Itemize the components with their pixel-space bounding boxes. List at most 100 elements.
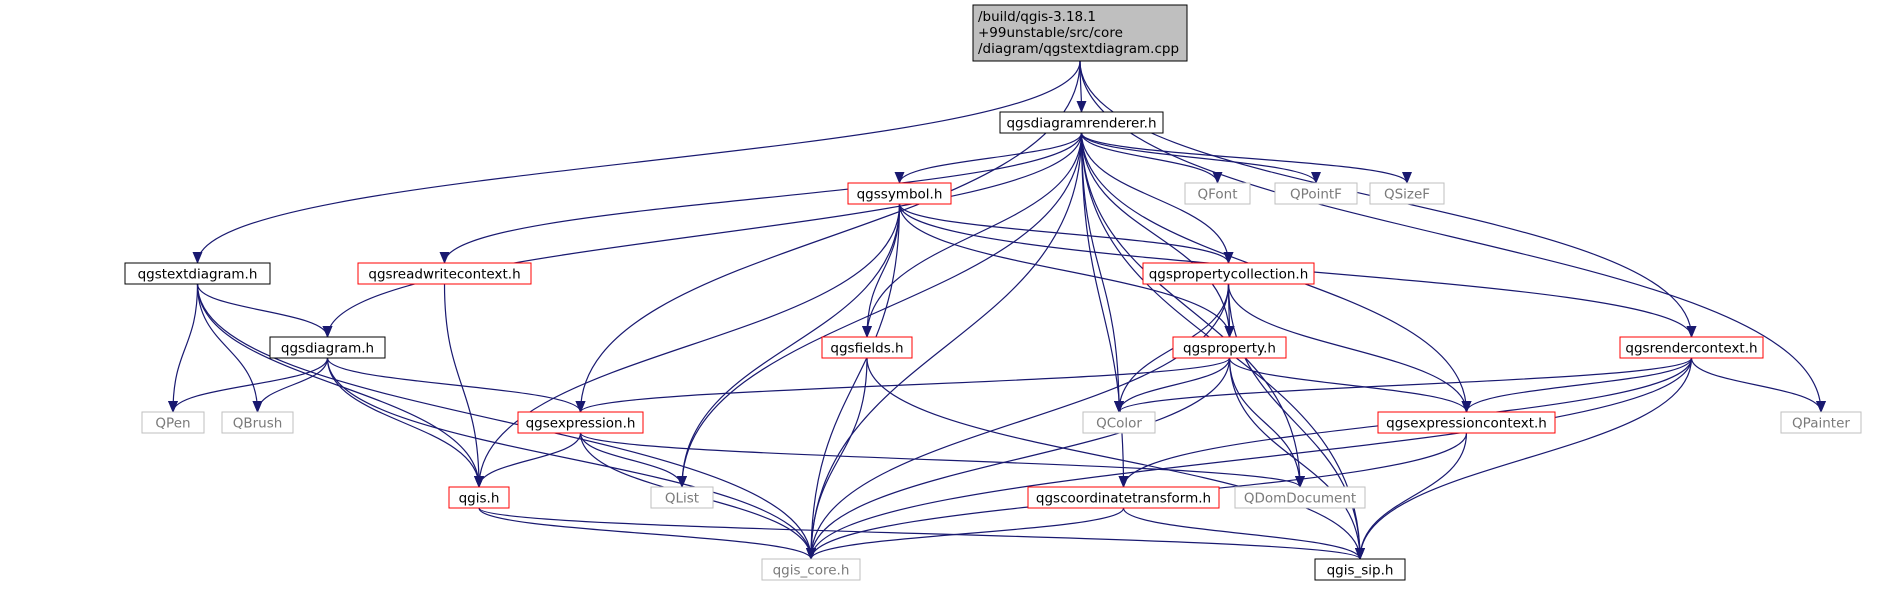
- edges-layer: [168, 60, 1826, 560]
- edge-qgscoordinatetransform-to-qgis-core: [806, 507, 1125, 560]
- edge-qgssymbol-to-qlist: [677, 203, 901, 488]
- edge-qgsexpression-to-qlist: [579, 432, 687, 488]
- node-label: QDomDocument: [1244, 491, 1356, 507]
- edge-qgsrendercontext-to-qcolor: [1114, 357, 1693, 413]
- edge-qgstextdiagram-to-qgsdiagram: [196, 283, 333, 338]
- edge-qgsdiagramrenderer-to-qgsproperty: [1080, 132, 1235, 338]
- node-label: QFont: [1197, 187, 1237, 203]
- edge-qgssymbol-to-qgsfields: [862, 203, 901, 338]
- root-label-line-2: +99unstable/src/core: [978, 25, 1123, 41]
- node-qgsreadwritecontext[interactable]: qgsreadwritecontext.h: [357, 262, 532, 285]
- node-qgssymbol[interactable]: qgssymbol.h: [847, 182, 952, 205]
- node-qpen[interactable]: QPen: [141, 411, 205, 434]
- edge-qgsdiagramrenderer-to-qlist: [677, 132, 1083, 488]
- node-box: [650, 486, 714, 509]
- node-box: [1369, 182, 1445, 205]
- node-qgstextdiagram[interactable]: qgstextdiagram.h: [124, 262, 271, 285]
- edge-qgsproperty-to-qcolor: [1114, 357, 1231, 413]
- edge-qgsrendercontext-to-qgis-core: [806, 357, 1693, 560]
- edge-qgsrendercontext-to-qgis-sip: [1355, 357, 1693, 560]
- node-label: QPainter: [1792, 416, 1850, 432]
- node-qbrush[interactable]: QBrush: [221, 411, 294, 434]
- node-qgscoordinatetransform[interactable]: qgscoordinatetransform.h: [1027, 486, 1220, 509]
- node-qgsdiagram[interactable]: qgsdiagram.h: [269, 336, 386, 359]
- node-label: qgsdiagramrenderer.h: [1006, 116, 1156, 132]
- edge-qgsdiagramrenderer-to-qgspropertycollection: [1080, 132, 1234, 264]
- edge-qgsproperty-to-qgsexpression: [575, 357, 1231, 413]
- node-label: qgsproperty.h: [1183, 341, 1276, 357]
- node-box: [1172, 336, 1287, 359]
- node-label: QPen: [155, 416, 190, 432]
- node-label: QSizeF: [1384, 187, 1430, 203]
- node-qgis[interactable]: qgis.h: [448, 486, 510, 509]
- node-qlist[interactable]: QList: [650, 486, 714, 509]
- node-qgspropertycollection[interactable]: qgspropertycollection.h: [1142, 262, 1315, 285]
- node-qgsdiagramrenderer[interactable]: qgsdiagramrenderer.h: [999, 111, 1164, 134]
- edge-qgsdiagram-to-qbrush: [252, 357, 329, 413]
- edge-qgsdiagram-to-qgis: [326, 357, 484, 488]
- node-box: [141, 411, 205, 434]
- node-qgis-sip[interactable]: qgis_sip.h: [1314, 558, 1406, 581]
- node-box: [1027, 486, 1220, 509]
- edge-qgsdiagramrenderer-to-qpointf: [1080, 132, 1321, 184]
- node-box: [1082, 411, 1156, 434]
- edge-qgis-to-qgis-sip: [478, 507, 1365, 560]
- edge-qgsdiagramrenderer-to-qgsdiagram: [322, 132, 1083, 338]
- edge-qgsexpression-to-qgis: [474, 432, 582, 488]
- edge-qgsdiagram-to-qgis-core: [326, 357, 816, 560]
- node-qpainter[interactable]: QPainter: [1780, 411, 1862, 434]
- node-label: qgspropertycollection.h: [1149, 267, 1309, 283]
- node-qgsproperty[interactable]: qgsproperty.h: [1172, 336, 1287, 359]
- node-qgis-core[interactable]: qgis_core.h: [761, 558, 861, 581]
- node-label: qgstextdiagram.h: [138, 267, 258, 283]
- edge-qgsrendercontext-to-qgsexpressioncontext: [1461, 357, 1693, 413]
- node-label: qgis_sip.h: [1327, 563, 1394, 579]
- nodes-layer: /build/qgis-3.18.1 +99unstable/src/core …: [124, 4, 1862, 581]
- edge-qgstextdiagram-to-qbrush: [196, 283, 263, 413]
- node-qgsexpression[interactable]: qgsexpression.h: [517, 411, 644, 434]
- root-label-line-1: /build/qgis-3.18.1: [978, 9, 1096, 25]
- node-qgsfields[interactable]: qgsfields.h: [821, 336, 913, 359]
- edge-qgsdiagram-to-qpen: [168, 357, 329, 413]
- node-qdomdocument[interactable]: QDomDocument: [1234, 486, 1366, 509]
- node-label: qgis.h: [459, 491, 500, 507]
- node-label: qgsdiagram.h: [281, 341, 374, 357]
- edge-qgis-to-qgis-core: [478, 507, 816, 560]
- edge-qgsproperty-to-qdomdocument: [1228, 357, 1305, 488]
- edge-root-to-qpainter: [1079, 60, 1826, 413]
- node-qfont[interactable]: QFont: [1184, 182, 1251, 205]
- node-qgsexpressioncontext[interactable]: qgsexpressioncontext.h: [1377, 411, 1556, 434]
- edge-qgspropertycollection-to-qgsexpressioncontext: [1227, 283, 1472, 413]
- edge-qgsproperty-to-qgis-sip: [1228, 357, 1365, 560]
- node-label: QColor: [1096, 416, 1142, 432]
- node-label: QPointF: [1290, 187, 1342, 203]
- node-box: [999, 111, 1164, 134]
- node-box: [1377, 411, 1556, 434]
- node-label: QBrush: [233, 416, 283, 432]
- edge-qgsdiagramrenderer-to-qdomdocument: [1080, 132, 1305, 488]
- node-label: qgsexpressioncontext.h: [1386, 416, 1547, 432]
- node-box: [448, 486, 510, 509]
- node-label: qgsrendercontext.h: [1625, 341, 1757, 357]
- node-label: qgis_core.h: [773, 563, 850, 579]
- edge-qgssymbol-to-qgis-core: [806, 203, 901, 560]
- node-box: [1780, 411, 1862, 434]
- node-qpointf[interactable]: QPointF: [1274, 182, 1358, 205]
- node-label: qgsexpression.h: [526, 416, 636, 432]
- node-label: qgscoordinatetransform.h: [1036, 491, 1211, 507]
- edge-qgsfields-to-qgis-core: [806, 357, 868, 560]
- edge-qgsexpressioncontext-to-qgis-sip: [1355, 432, 1468, 560]
- node-box: [1142, 262, 1315, 285]
- node-box: [1274, 182, 1358, 205]
- node-qcolor[interactable]: QColor: [1082, 411, 1156, 434]
- node-qgsrendercontext[interactable]: qgsrendercontext.h: [1619, 336, 1764, 359]
- edge-qgsdiagramrenderer-to-qcolor: [1080, 132, 1124, 413]
- node-qsizef[interactable]: QSizeF: [1369, 182, 1445, 205]
- node-box: [1619, 336, 1764, 359]
- node-box: [221, 411, 294, 434]
- node-label: qgsfields.h: [830, 341, 903, 357]
- node-box: [847, 182, 952, 205]
- edge-qgsfields-to-qgis-sip: [866, 357, 1365, 560]
- edge-qgstextdiagram-to-qpen: [168, 283, 199, 413]
